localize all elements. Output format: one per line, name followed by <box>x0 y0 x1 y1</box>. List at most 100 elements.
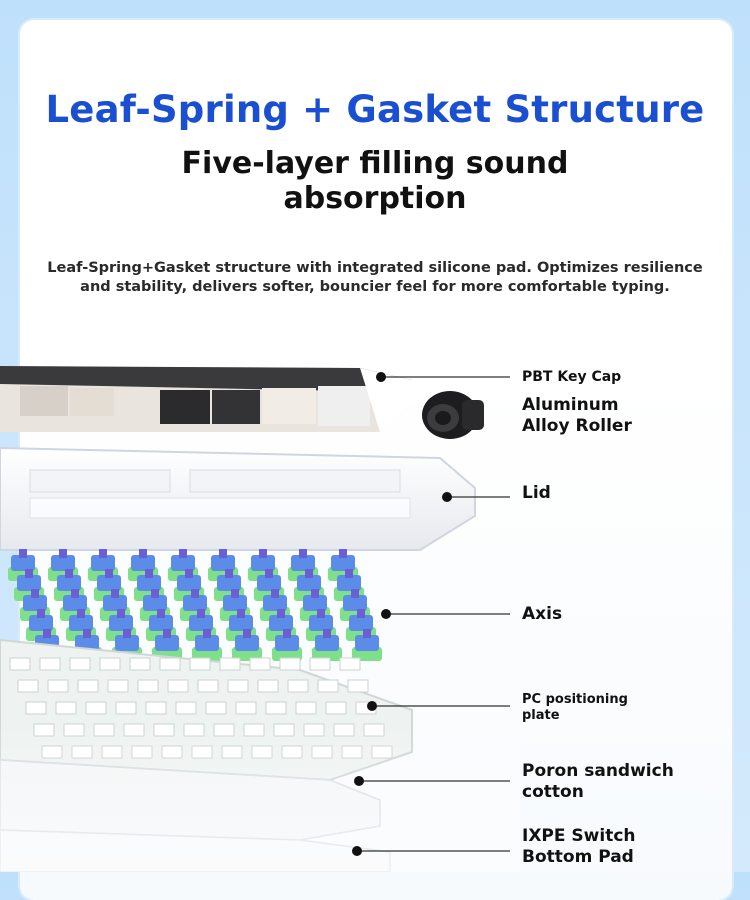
switch-housing <box>131 555 155 571</box>
switch-housing <box>315 635 339 651</box>
label-ixpe: IXPE Switch Bottom Pad <box>522 826 636 868</box>
switch-housing <box>189 615 213 631</box>
switch-housing <box>11 555 35 571</box>
plate-hole <box>167 679 189 693</box>
switch-layer <box>8 549 382 661</box>
switch-housing <box>109 615 133 631</box>
switch-stem <box>83 629 91 638</box>
switch-housing <box>137 575 161 591</box>
label-pbt-key-cap: PBT Key Cap <box>522 369 622 385</box>
leader-dots <box>352 372 452 856</box>
switch-housing <box>343 595 367 611</box>
label-plate-line-2: plate <box>522 708 560 723</box>
switch-stem <box>323 629 331 638</box>
plate-hole <box>219 657 241 671</box>
switch-housing <box>337 575 361 591</box>
switch-housing <box>183 595 207 611</box>
plate-hole <box>115 701 137 715</box>
switch-stem <box>299 549 307 558</box>
switch-stem <box>305 569 313 578</box>
label-lid: Lid <box>522 483 551 503</box>
label-roller-line-2: Alloy Roller <box>522 416 632 436</box>
switch-housing <box>115 635 139 651</box>
switch-stem <box>65 569 73 578</box>
aluminum-roller <box>422 391 484 439</box>
subtitle-line-2: absorption <box>283 181 467 216</box>
switch-stem <box>111 589 119 598</box>
switch-stem <box>243 629 251 638</box>
switch-housing <box>29 615 53 631</box>
plate-hole <box>175 701 197 715</box>
switch-stem <box>71 589 79 598</box>
plate-hole <box>309 657 331 671</box>
switch-housing <box>331 555 355 571</box>
lid-layer <box>0 446 476 551</box>
switch-stem <box>197 609 205 618</box>
plate-hole <box>69 657 91 671</box>
switch-stem <box>317 609 325 618</box>
plate-hole <box>39 657 61 671</box>
switch-stem <box>25 569 33 578</box>
description-line-2: and stability, delivers softer, bouncier… <box>80 279 670 295</box>
switch-housing <box>269 615 293 631</box>
switch-housing <box>69 615 93 631</box>
switch-housing <box>229 615 253 631</box>
switch-stem <box>191 589 199 598</box>
switch-housing <box>263 595 287 611</box>
plate-hole <box>257 679 279 693</box>
switch-stem <box>231 589 239 598</box>
description: Leaf-Spring+Gasket structure with integr… <box>45 259 705 297</box>
switch-stem <box>277 609 285 618</box>
switch-housing <box>251 555 275 571</box>
switch-housing <box>275 635 299 651</box>
switch-stem <box>345 569 353 578</box>
switch-stem <box>259 549 267 558</box>
switch-stem <box>123 629 131 638</box>
plate-hole <box>227 679 249 693</box>
switch-stem <box>203 629 211 638</box>
switch-housing <box>17 575 41 591</box>
plate-hole <box>189 657 211 671</box>
plate-hole <box>249 657 271 671</box>
plate-hole <box>317 679 339 693</box>
switch-stem <box>99 549 107 558</box>
switch-stem <box>311 589 319 598</box>
label-roller-line-1: Aluminum <box>522 395 619 415</box>
switch-stem <box>19 549 27 558</box>
switch-housing <box>223 595 247 611</box>
label-aluminum-roller: Aluminum Alloy Roller <box>522 395 632 437</box>
plate-hole <box>205 701 227 715</box>
plate-hole <box>129 657 151 671</box>
subtitle-line-1: Five-layer filling sound <box>181 146 569 181</box>
switch-stem <box>219 549 227 558</box>
switch-stem <box>77 609 85 618</box>
plate-hole <box>137 679 159 693</box>
switch-housing <box>177 575 201 591</box>
page-title: Leaf-Spring + Gasket Structure <box>45 88 705 131</box>
plate-hole <box>17 679 39 693</box>
switch-stem <box>357 609 365 618</box>
switch-housing <box>355 635 379 651</box>
switch-stem <box>265 569 273 578</box>
leader-lines <box>357 376 510 852</box>
label-poron: Poron sandwich cotton <box>522 761 674 803</box>
switch-stem <box>185 569 193 578</box>
plate-hole <box>235 701 257 715</box>
switch-housing <box>75 635 99 651</box>
switch-housing <box>297 575 321 591</box>
switch-stem <box>37 609 45 618</box>
switch-stem <box>59 549 67 558</box>
switch-housing <box>103 595 127 611</box>
plate-hole <box>287 679 309 693</box>
switch-housing <box>217 575 241 591</box>
switch-housing <box>23 595 47 611</box>
switch-stem <box>237 609 245 618</box>
switch-housing <box>143 595 167 611</box>
switch-housing <box>235 635 259 651</box>
switch-housing <box>257 575 281 591</box>
plate-hole <box>347 679 369 693</box>
plate-hole <box>85 701 107 715</box>
switch-stem <box>151 589 159 598</box>
switch-stem <box>145 569 153 578</box>
exploded-keyboard-illustration <box>0 366 520 872</box>
